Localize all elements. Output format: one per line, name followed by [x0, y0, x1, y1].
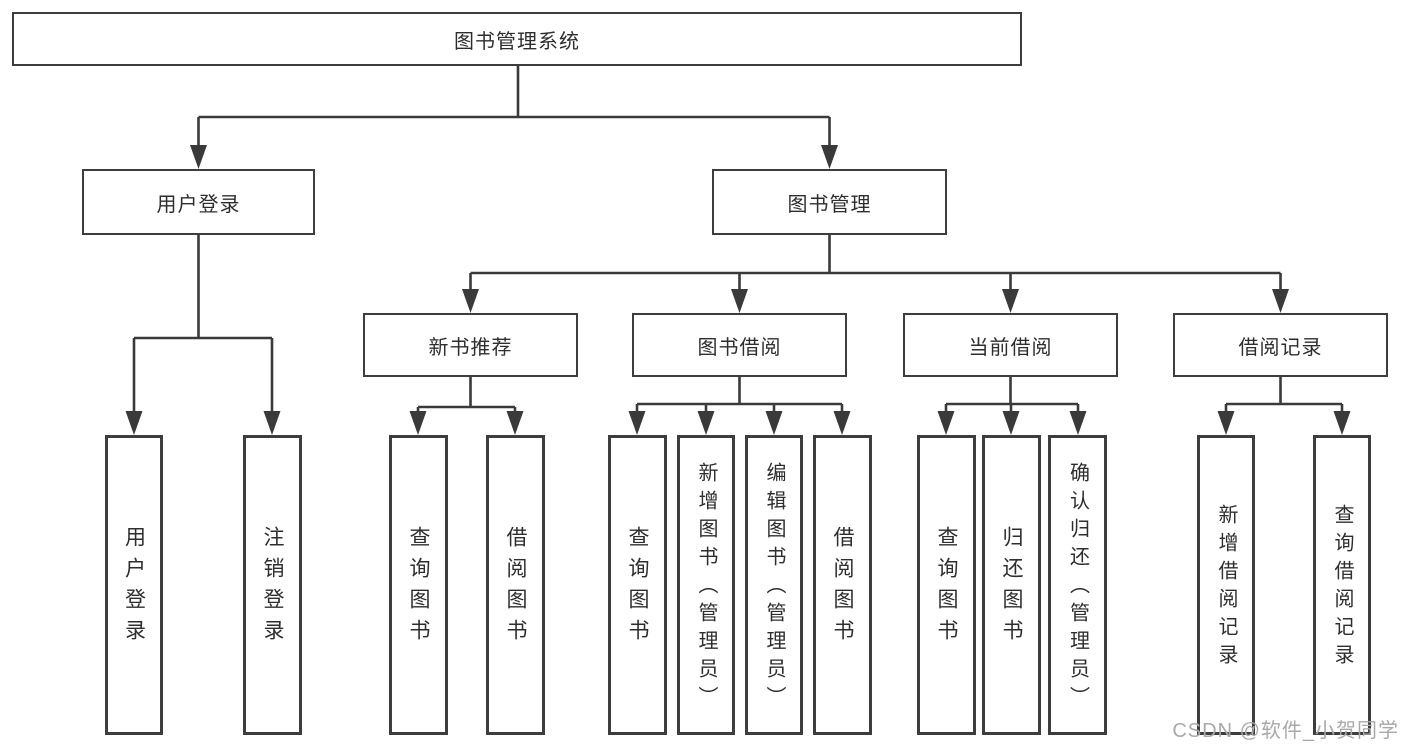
node-label: 编辑图书（管理员）	[763, 462, 785, 714]
node-label: 查询图书	[626, 526, 649, 650]
connector-root	[197, 66, 831, 146]
connector-borrow-record	[1224, 377, 1344, 413]
node-book-borrowing: 图书借阅	[632, 313, 847, 377]
leaf-edit-books-admin: 编辑图书（管理员）	[745, 435, 803, 735]
leaf-return-books: 归还图书	[982, 435, 1041, 735]
node-label: 新书推荐	[428, 336, 513, 359]
connector-book-borrow	[635, 377, 844, 413]
node-root-library-system: 图书管理系统	[12, 12, 1022, 66]
connector-new-book	[416, 377, 517, 413]
node-borrowing-records: 借阅记录	[1173, 313, 1388, 377]
node-label: 新增图书（管理员）	[695, 462, 717, 714]
node-current-borrowing: 当前借阅	[903, 313, 1118, 377]
leaf-add-borrow-record: 新增借阅记录	[1197, 435, 1255, 735]
connector-current-borrow	[944, 377, 1080, 413]
leaf-query-books-recommend: 查询图书	[389, 435, 448, 735]
node-label: 图书借阅	[697, 336, 782, 359]
arrowheads	[125, 145, 1351, 435]
leaf-confirm-return-admin: 确认归还（管理员）	[1048, 435, 1107, 735]
node-label: 用户登录	[156, 193, 241, 216]
leaf-user-login: 用户登录	[105, 435, 163, 735]
node-book-management: 图书管理	[712, 169, 947, 235]
node-new-book-recommend: 新书推荐	[363, 313, 578, 377]
node-label: 注销登录	[261, 526, 284, 650]
node-label: 借阅图书	[831, 526, 854, 650]
node-label: 查询借阅记录	[1331, 504, 1353, 672]
connector-book-mgmt	[469, 235, 1282, 291]
leaf-query-borrow-record: 查询借阅记录	[1313, 435, 1371, 735]
node-label: 用户登录	[122, 526, 146, 650]
leaf-logout: 注销登录	[243, 435, 302, 735]
node-label: 查询图书	[935, 526, 958, 650]
connector-user-login	[132, 235, 274, 412]
leaf-add-books-admin: 新增图书（管理员）	[677, 435, 735, 735]
node-label: 当前借阅	[968, 336, 1053, 359]
node-label: 借阅记录	[1238, 336, 1323, 359]
node-label: 图书管理	[787, 193, 872, 216]
leaf-query-books-current: 查询图书	[917, 435, 976, 735]
node-label: 归还图书	[1000, 526, 1023, 650]
leaf-borrow-books-recommend: 借阅图书	[486, 435, 545, 735]
node-label: 借阅图书	[504, 526, 527, 650]
node-label: 图书管理系统	[454, 30, 580, 53]
node-label: 确认归还（管理员）	[1066, 462, 1089, 714]
leaf-query-books-borrowing: 查询图书	[608, 435, 667, 735]
leaf-borrow-books-borrowing: 借阅图书	[813, 435, 872, 735]
node-label: 新增借阅记录	[1215, 504, 1237, 672]
node-user-login: 用户登录	[82, 169, 315, 235]
csdn-watermark: CSDN @软件_小贺同学	[1172, 720, 1399, 742]
node-label: 查询图书	[407, 526, 430, 650]
